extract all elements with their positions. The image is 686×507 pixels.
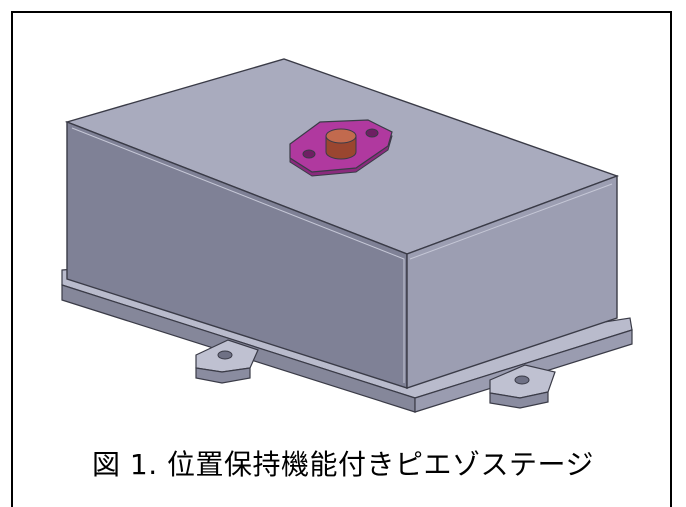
mounting-ear-left xyxy=(195,339,259,384)
stage-right-face xyxy=(406,174,618,389)
piezo-stage-illustration xyxy=(61,58,633,413)
mounting-ear-right xyxy=(489,364,556,409)
piezo-actuator-knob xyxy=(325,128,357,160)
figure-caption: 図 1. 位置保持機能付きピエゾステージ xyxy=(92,448,594,481)
